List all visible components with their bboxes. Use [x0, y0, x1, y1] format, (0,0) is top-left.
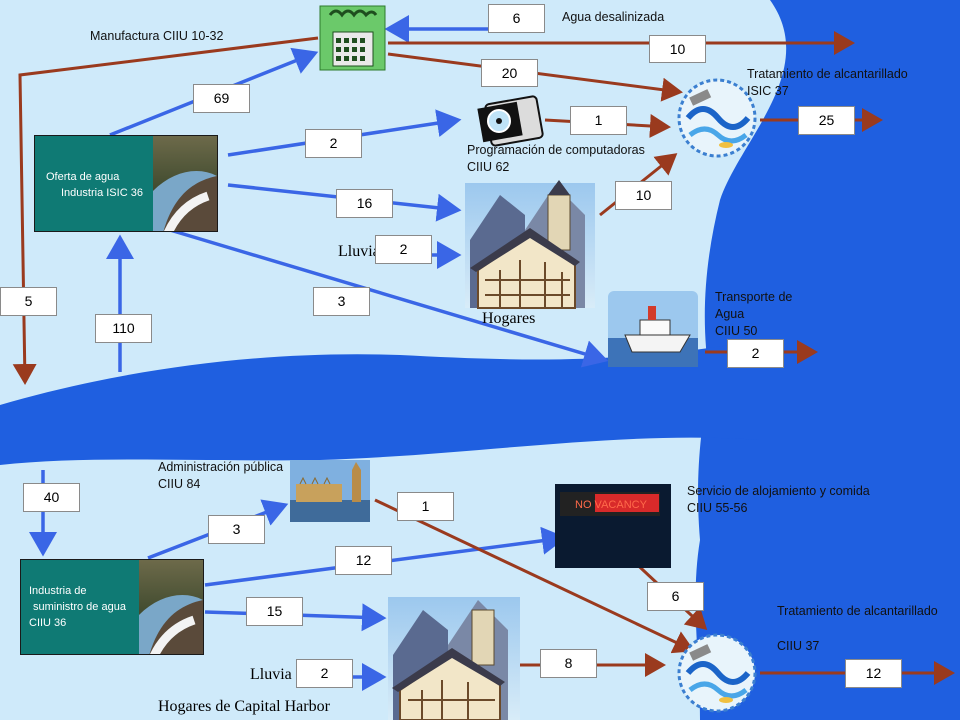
factory-icon — [319, 5, 386, 71]
flow-value: 40 — [23, 483, 80, 512]
tratamiento-bottom-label-1: Tratamiento de alcantarillado — [777, 604, 938, 618]
servicio-label-2: CIIU 55-56 — [687, 501, 748, 515]
tratamiento-top-label-2: ISIC 37 — [747, 84, 789, 98]
industria-label-3: CIIU 36 — [29, 617, 67, 629]
oferta-agua-node: Oferta de agua Industria ISIC 36 — [34, 135, 218, 232]
transporte-label-3: CIIU 50 — [715, 324, 758, 338]
administracion-label-2: CIIU 84 — [158, 477, 201, 491]
no-vacancy-sign: NO VACANCY — [555, 484, 671, 568]
transporte-label-1: Transporte de — [715, 290, 793, 304]
flow-value: 15 — [246, 597, 303, 626]
flow-value: 2 — [296, 659, 353, 688]
transporte-label-2: Agua — [715, 307, 745, 321]
industria-suministro-node: Industria de suministro de agua CIIU 36 — [20, 559, 204, 655]
flow-value: 2 — [727, 339, 784, 368]
computer-disk-icon — [477, 95, 544, 147]
manufactura-label: Manufactura CIIU 10-32 — [90, 29, 224, 43]
administracion-label-1: Administración pública — [158, 460, 284, 474]
flow-value: 20 — [481, 59, 538, 87]
flow-value: 12 — [845, 659, 902, 688]
parliament-illustration — [290, 460, 370, 522]
tratamiento-top-label-1: Tratamiento de alcantarillado — [747, 67, 908, 81]
flow-value: 10 — [649, 35, 706, 63]
flow-value: 12 — [335, 546, 392, 575]
flow-value: 16 — [336, 189, 393, 218]
houses-bottom-illustration — [388, 597, 520, 720]
sea-right — [695, 0, 960, 720]
flow-value: 10 — [615, 181, 672, 210]
flow-value: 3 — [208, 515, 265, 544]
flow-value: 110 — [95, 314, 152, 343]
tratamiento-bottom-label-2: CIIU 37 — [777, 639, 820, 653]
industria-label-2: suministro de agua — [33, 601, 126, 613]
flow-value: 1 — [397, 492, 454, 521]
programacion-label-2: CIIU 62 — [467, 160, 510, 174]
flow-value: 8 — [540, 649, 597, 678]
no-vacancy-text: NO VACANCY — [575, 499, 648, 511]
agua-desalinizada-label: Agua desalinizada — [562, 10, 665, 24]
flow-value: 5 — [0, 287, 57, 316]
houses-top-illustration — [465, 180, 595, 309]
flow-value: 6 — [488, 4, 545, 33]
river-band — [0, 330, 760, 465]
servicio-label-1: Servicio de alojamiento y comida — [687, 484, 870, 498]
hogares-label: Hogares — [482, 310, 536, 327]
oferta-agua-label-2: Industria ISIC 36 — [61, 187, 143, 199]
lluvia-bottom-label: Lluvia — [250, 666, 292, 683]
flow-value: 2 — [305, 129, 362, 158]
industria-label-1: Industria de — [29, 585, 87, 597]
flow-value: 1 — [570, 106, 627, 135]
dam-photo — [139, 560, 203, 654]
programacion-label-1: Programación de computadoras — [467, 143, 645, 157]
dam-photo — [153, 136, 217, 231]
ship-illustration — [608, 291, 698, 367]
oferta-agua-label-1: Oferta de agua — [46, 171, 120, 183]
flow-value: 69 — [193, 84, 250, 113]
flow-value: 2 — [375, 235, 432, 264]
hogares-capital-label: Hogares de Capital Harbor — [158, 698, 330, 715]
lluvia-top-label: Lluvia — [338, 243, 380, 260]
treatment-bottom-icon — [677, 633, 757, 713]
treatment-top-icon — [677, 78, 757, 158]
flow-value: 25 — [798, 106, 855, 135]
flow-value: 3 — [313, 287, 370, 316]
flow-value: 6 — [647, 582, 704, 611]
